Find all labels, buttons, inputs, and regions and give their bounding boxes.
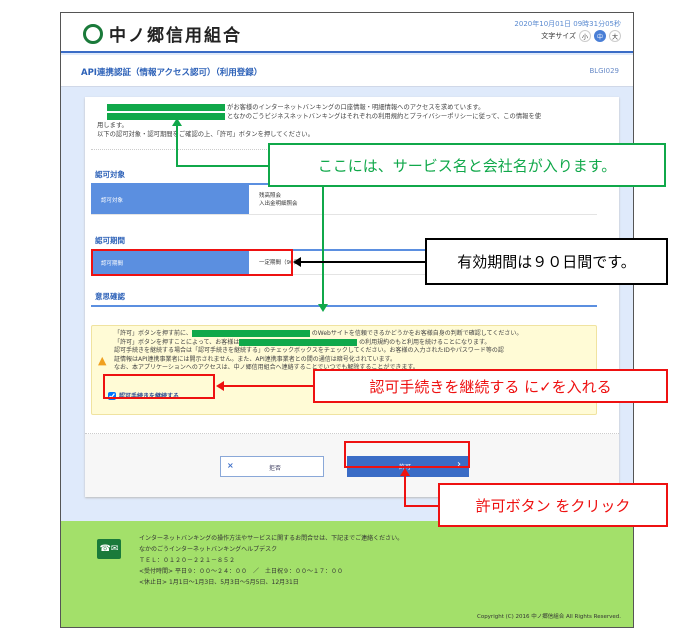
notice-line: 「許可」ボタンを押すことによって、お客様は bbox=[114, 338, 240, 346]
scope-value: 残高照会 bbox=[259, 192, 282, 199]
close-icon: × bbox=[227, 461, 234, 470]
warning-icon: ▲ bbox=[98, 354, 107, 367]
company-name-redacted bbox=[107, 112, 225, 120]
intro-line: がお客様のインターネットバンキングの口座情報・明細情報へのアクセスを求めています… bbox=[227, 104, 485, 111]
scope-label: 認可対象 bbox=[91, 185, 249, 214]
continue-checkbox-label: 認可手続きを継続する bbox=[119, 393, 180, 400]
period-heading: 認可期間 bbox=[95, 236, 125, 245]
period-table: 認可期間 一定期間（90日） bbox=[91, 249, 597, 275]
datetime: 2020年10月01日 09時31分05秒 bbox=[514, 20, 621, 28]
period-value: 一定期間（90日） bbox=[259, 259, 305, 266]
screen-id: BLGI029 bbox=[589, 67, 619, 75]
period-highlight bbox=[91, 249, 293, 276]
intro-line: 以下の認可対象・認可期間をご確認の上、「許可」ボタンを押してください。 bbox=[97, 131, 314, 138]
logo-mark-icon bbox=[83, 23, 103, 44]
notice-line: のWebサイトを信頼できるかどうかをお客様自身の判断で確認してください。 bbox=[311, 330, 523, 337]
intro-line: となかのごうビジネスネットバンキングはそれぞれの利用規約とプライバシーポリシーに… bbox=[227, 113, 542, 120]
footer-line: インターネットバンキングの操作方法やサービスに関するお問合せは、下記までご連絡く… bbox=[139, 535, 404, 542]
annotation-click: 許可ボタン をクリック bbox=[438, 483, 668, 527]
page-title: API連携認証（情報アクセス認可）（利用登録） bbox=[81, 68, 263, 78]
notice-line: 認可手続きを継続する場合は「認可手続きを継続する」のチェックボックスをチェックし… bbox=[114, 347, 504, 354]
footer-line: <休止日> 1月1日～1月3日、5月3日～5月5日、12月31日 bbox=[139, 579, 299, 586]
annotation-checkbox: 認可手続きを継続する に✓を入れる bbox=[313, 369, 668, 403]
copyright: Copyright (C) 2016 中ノ郷信組合 All Rights Res… bbox=[476, 614, 621, 620]
period-label: 認可期間 bbox=[91, 251, 249, 274]
scope-table: 認可対象 残高照会入出金明細照会 bbox=[91, 183, 597, 215]
footer-line: なかのごうインターネットバンキングヘルプデスク bbox=[139, 546, 278, 553]
notice-line: 証情報はAPI連携事業者には開示されません。また、API連携事業者との間の通信は… bbox=[114, 355, 396, 363]
footer-contact: インターネットバンキングの操作方法やサービスに関するお問合せは、下記までご連絡く… bbox=[139, 533, 403, 588]
continue-checkbox-input[interactable] bbox=[108, 391, 116, 400]
scope-value: 入出金明細照会 bbox=[259, 200, 298, 207]
chevron-right-icon: › bbox=[457, 459, 461, 470]
font-size-label: 文字サイズ bbox=[541, 32, 576, 40]
footer: ☎✉ インターネットバンキングの操作方法やサービスに関するお問合せは、下記までご… bbox=[61, 521, 633, 627]
intro-line: 用します。 bbox=[97, 122, 128, 129]
permit-highlight bbox=[344, 441, 470, 468]
footer-line: ＴＥＬ：０１２０－２２１－８５２ bbox=[139, 557, 236, 564]
annotation-period: 有効期間は９０日間です。 bbox=[425, 238, 668, 285]
reject-label: 拒否 bbox=[269, 465, 282, 472]
intro-text: がお客様のインターネットバンキングの口座情報・明細情報へのアクセスを求めています… bbox=[97, 103, 612, 139]
service-name-redacted bbox=[107, 103, 225, 111]
checkbox-highlight bbox=[103, 374, 215, 399]
logo-text: 中ノ郷信用組合 bbox=[109, 26, 242, 46]
notice-line: 「許可」ボタンを押す前に、 bbox=[114, 330, 192, 337]
consent-heading: 意思確認 bbox=[95, 292, 125, 301]
notice-line: なお、本アプリケーションへのアクセスは、中ノ郷信用組合へ連絡することでいつでも解… bbox=[114, 364, 419, 371]
browser-page: 中ノ郷信用組合 2020年10月01日 09時31分05秒 文字サイズ 小 中 … bbox=[60, 12, 634, 628]
header: 中ノ郷信用組合 2020年10月01日 09時31分05秒 文字サイズ 小 中 … bbox=[61, 13, 633, 53]
notice-line: の利用規約のもと利用を続けることになります。 bbox=[359, 338, 491, 346]
title-bar: API連携認証（情報アクセス認可）（利用登録） BLGI029 bbox=[61, 55, 633, 87]
reject-button[interactable]: × 拒否 bbox=[220, 456, 324, 477]
annotation-service-name: ここには、サービス名と会社名が入ります。 bbox=[268, 143, 666, 187]
phone-mail-icon: ☎✉ bbox=[97, 539, 121, 559]
font-size-medium[interactable]: 中 bbox=[594, 30, 606, 42]
logo[interactable]: 中ノ郷信用組合 bbox=[83, 21, 242, 46]
font-size-switcher: 文字サイズ 小 中 大 bbox=[541, 30, 621, 42]
font-size-small[interactable]: 小 bbox=[579, 30, 591, 42]
scope-heading: 認可対象 bbox=[95, 170, 125, 179]
font-size-large[interactable]: 大 bbox=[609, 30, 621, 42]
continue-checkbox[interactable]: 認可手続きを継続する bbox=[108, 391, 179, 400]
footer-line: <受付時間> 平日９：００～２４：００ ／ 土日祝９：００～１７：００ bbox=[139, 568, 343, 575]
